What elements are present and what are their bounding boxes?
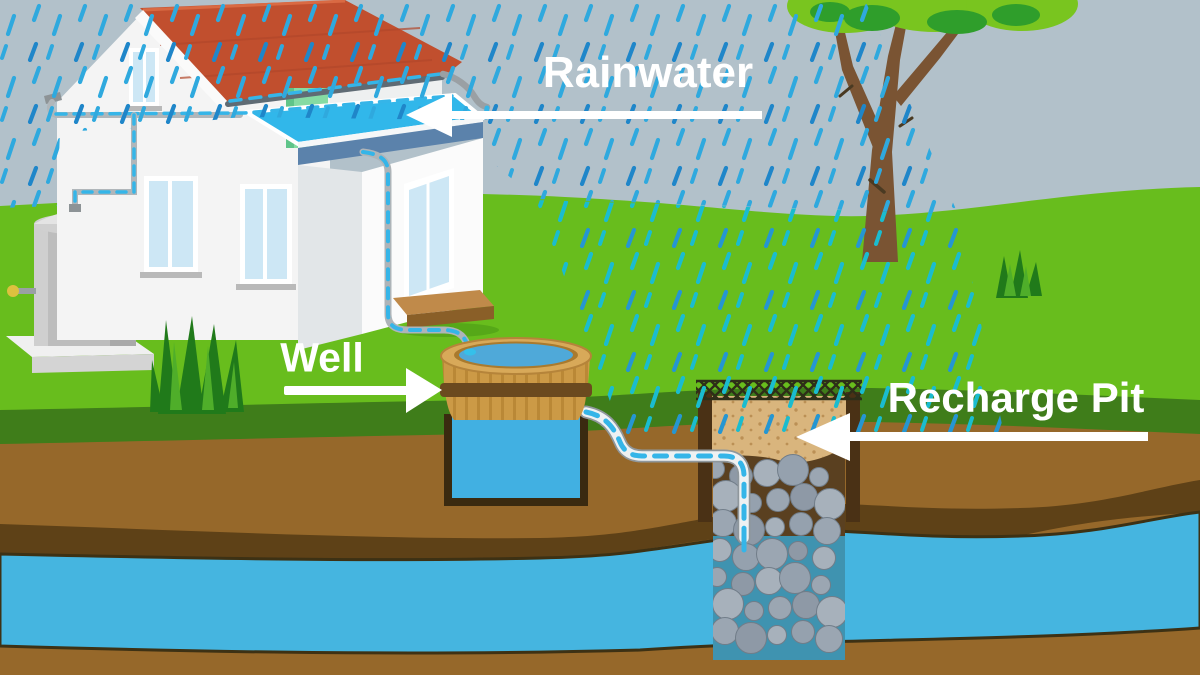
rain-over-sky xyxy=(0,0,958,214)
flat-roof-band xyxy=(298,122,483,165)
well-band xyxy=(440,383,592,397)
overflow-pipe xyxy=(579,405,751,553)
grass-tuft-small xyxy=(996,250,1042,298)
tank-tap-handle xyxy=(7,285,19,297)
well-pour-splash xyxy=(464,348,476,356)
well xyxy=(440,337,592,420)
rain-over-grass xyxy=(536,200,1004,434)
label-well: Well xyxy=(280,334,364,381)
rainwater-arrow xyxy=(406,93,762,137)
recharge-pit-arrow xyxy=(796,413,1148,461)
pit-gravel-stones xyxy=(713,454,845,654)
well-shaft xyxy=(444,414,588,506)
window-2 xyxy=(236,184,296,290)
tree-branch-right xyxy=(893,24,961,106)
well-arrow xyxy=(284,368,442,413)
tank-feed-pipe xyxy=(69,112,137,212)
extension-wall-side xyxy=(298,165,362,350)
well-water xyxy=(459,343,573,367)
tank-pad-front xyxy=(32,354,154,373)
label-recharge-pit: Recharge Pit xyxy=(887,374,1145,421)
grass-tuft-large xyxy=(150,316,244,414)
extension-window xyxy=(404,168,454,303)
groundwater xyxy=(0,510,1200,655)
window-1 xyxy=(140,176,202,278)
label-rainwater: Rainwater xyxy=(542,48,754,97)
tank-tap-spout xyxy=(16,288,36,294)
